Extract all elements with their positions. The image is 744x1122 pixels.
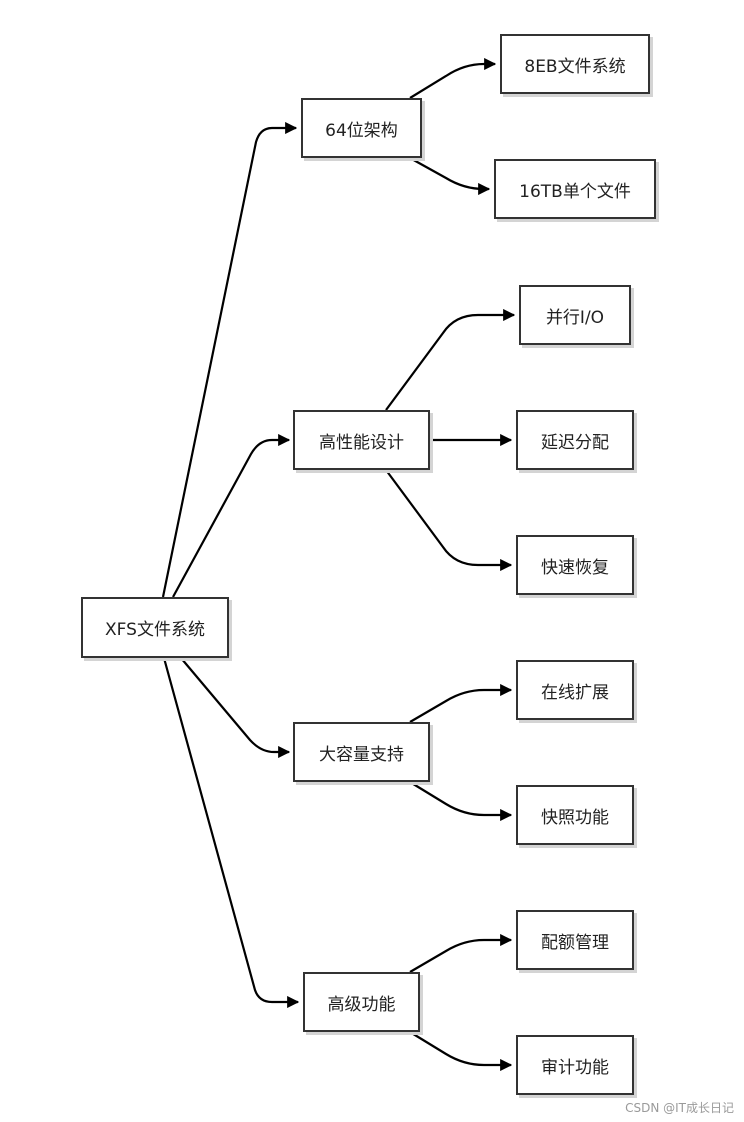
watermark: CSDN @IT成长日记	[625, 1101, 734, 1115]
branch-node-4: 高级功能	[303, 972, 420, 1032]
leaf-node-2-1: 并行I/O	[519, 285, 631, 345]
edge-branch-1-child-2	[409, 157, 491, 196]
edge-root-branch-1	[161, 121, 298, 598]
leaf-node-2-2: 延迟分配	[516, 410, 634, 470]
leaf-node-4-1: 配额管理	[516, 910, 634, 970]
edge-branch-1-child-1	[409, 57, 497, 99]
leaf-node-1-1: 8EB文件系统	[500, 34, 650, 94]
leaf-node-3-1: 在线扩展	[516, 660, 634, 720]
edge-branch-3-child-2	[409, 781, 513, 822]
edge-branch-4-child-2	[409, 1031, 513, 1072]
edge-root-branch-3	[180, 657, 291, 759]
root-node: XFS文件系统	[81, 597, 229, 658]
edge-root-branch-2	[172, 433, 291, 598]
edge-branch-2-child-3	[385, 469, 513, 572]
leaf-node-3-2: 快照功能	[516, 785, 634, 845]
edge-branch-3-child-1	[409, 683, 513, 723]
edge-branch-2-child-1	[385, 308, 516, 411]
edge-branch-4-child-1	[409, 933, 513, 973]
branch-node-1: 64位架构	[301, 98, 422, 158]
branch-node-3: 大容量支持	[293, 722, 430, 782]
leaf-node-2-3: 快速恢复	[516, 535, 634, 595]
leaf-node-1-2: 16TB单个文件	[494, 159, 656, 219]
edge-root-branch-4	[162, 657, 300, 1009]
leaf-node-4-2: 审计功能	[516, 1035, 634, 1095]
branch-node-2: 高性能设计	[293, 410, 430, 470]
